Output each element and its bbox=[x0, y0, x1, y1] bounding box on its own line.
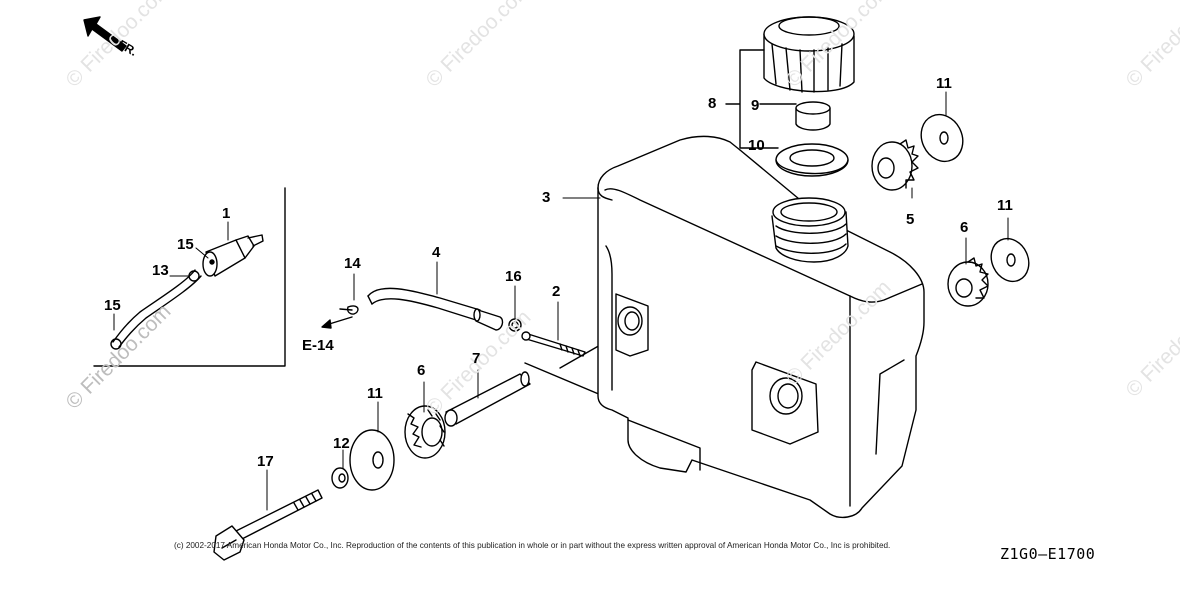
long-bolt-part bbox=[213, 489, 323, 561]
callout-14: 14 bbox=[344, 255, 361, 272]
callout-1: 1 bbox=[222, 205, 231, 222]
pin-bolt-part bbox=[521, 331, 586, 357]
callout-5: 5 bbox=[906, 211, 915, 228]
callout-16: 16 bbox=[505, 268, 522, 285]
fuel-tank-part bbox=[597, 135, 925, 519]
callout-2: 2 bbox=[552, 283, 561, 300]
nut-part bbox=[331, 467, 349, 489]
callout-6-left: 6 bbox=[417, 362, 426, 379]
reference-label: E-14 bbox=[302, 337, 334, 354]
cap-packing-part bbox=[775, 143, 849, 177]
front-direction-arrow-icon bbox=[83, 16, 127, 52]
breather-tube-part bbox=[367, 287, 504, 331]
cap-element-part bbox=[795, 101, 831, 131]
callout-8: 8 bbox=[708, 95, 717, 112]
callout-11-top-right: 11 bbox=[936, 75, 952, 92]
callout-3: 3 bbox=[542, 189, 551, 206]
callout-leaders bbox=[113, 91, 1009, 511]
grommet-part-right-top bbox=[871, 139, 919, 191]
inset-bracket bbox=[93, 187, 286, 367]
callout-15-lower: 15 bbox=[104, 297, 121, 314]
washer-part-right-mid bbox=[990, 237, 1030, 283]
callout-17: 17 bbox=[257, 453, 274, 470]
grommet-part-left bbox=[404, 405, 446, 459]
callout-11-left: 11 bbox=[367, 385, 383, 402]
grommet-part-right-mid bbox=[947, 257, 989, 307]
tube-clip-part bbox=[339, 305, 359, 315]
fuel-cap-part bbox=[763, 16, 855, 93]
inset-fuel-tube-part bbox=[110, 269, 202, 350]
callout-10: 10 bbox=[748, 137, 765, 154]
callout-12: 12 bbox=[333, 435, 350, 452]
callout-4: 4 bbox=[432, 244, 441, 261]
callout-13: 13 bbox=[152, 262, 169, 279]
copyright-notice: (c) 2002-2017 American Honda Motor Co., … bbox=[174, 541, 891, 550]
callout-6-right: 6 bbox=[960, 219, 969, 236]
washer-part-right-top bbox=[920, 113, 964, 163]
diagram-code: Z1G0—E1700 bbox=[1000, 545, 1096, 563]
callout-11-mid-right: 11 bbox=[997, 197, 1013, 214]
reference-arrow-icon bbox=[321, 316, 353, 329]
callout-9: 9 bbox=[751, 97, 760, 114]
callout-7: 7 bbox=[472, 350, 481, 367]
hose-clip-part bbox=[508, 318, 522, 332]
spacer-tube-part bbox=[444, 371, 531, 427]
fuel-filter-part bbox=[202, 234, 264, 277]
callout-15-upper: 15 bbox=[177, 236, 194, 253]
washer-part-left bbox=[349, 429, 395, 491]
